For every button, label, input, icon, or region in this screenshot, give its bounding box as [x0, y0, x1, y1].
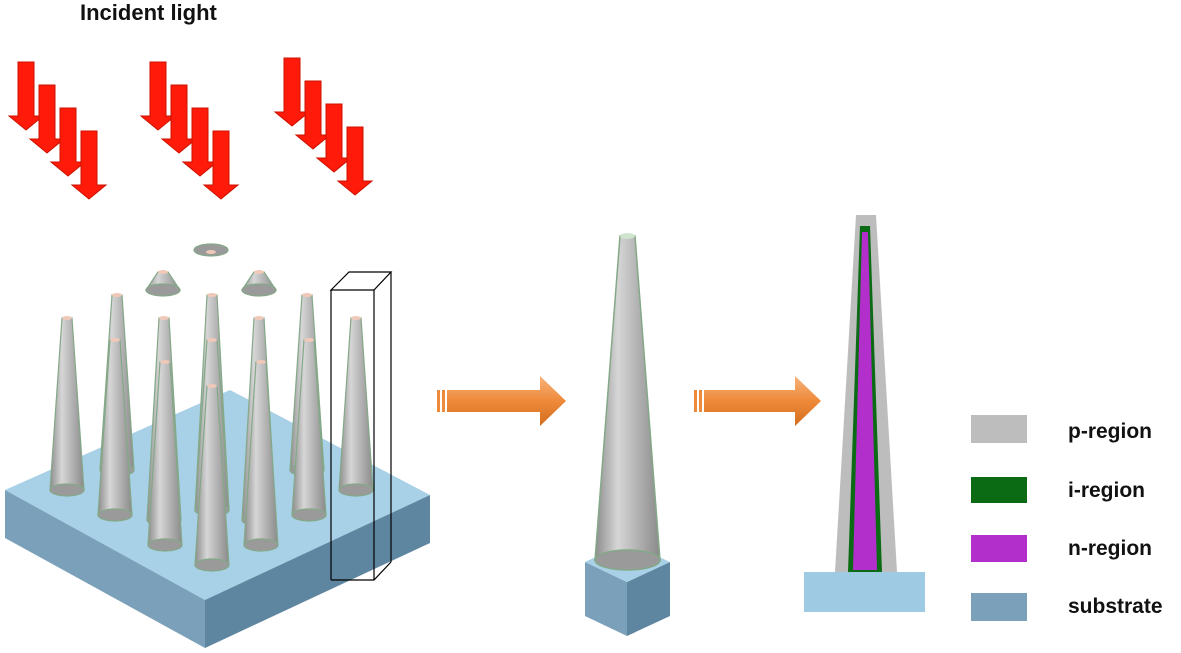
light-arrow-6	[160, 84, 198, 154]
light-arrow-10	[294, 80, 332, 150]
light-arrow-5	[139, 61, 177, 131]
unit-nanocone	[594, 235, 661, 561]
nanocone-base-12	[291, 508, 327, 522]
cross-section-substrate	[804, 572, 925, 612]
light-arrow-1	[7, 61, 45, 131]
nanocone-tip-4	[302, 293, 312, 297]
nanocone-tip-3	[158, 270, 168, 274]
nanocone-base-9	[49, 483, 85, 497]
nanocone-9	[49, 317, 85, 491]
nanocone-10	[338, 317, 374, 491]
nanocone-tip-12	[304, 338, 314, 342]
light-arrow-12	[336, 126, 374, 196]
light-arrow-11	[315, 103, 353, 173]
light-arrow-3	[49, 107, 87, 177]
process-arrow-2	[694, 376, 821, 426]
i-region-swatch	[971, 477, 1027, 503]
legend-label-i-region: i-region	[1068, 479, 1145, 502]
nanocone-base-3	[145, 283, 181, 297]
nanocone-base-16	[194, 558, 230, 572]
n-region-swatch	[971, 535, 1027, 562]
nanocone-tip-2	[254, 270, 264, 274]
light-arrow-9	[273, 57, 311, 127]
nanocone-base-11	[97, 508, 133, 522]
nanocone-base-14	[243, 538, 279, 552]
legend	[971, 415, 1027, 621]
legend-label-n-region: n-region	[1068, 537, 1152, 560]
incident-light-label: Incident light	[80, 0, 217, 25]
incident-light-arrows	[7, 57, 374, 200]
nanocone-tip-16	[207, 384, 217, 388]
nanocone-base-10	[338, 483, 374, 497]
unit-substrate-side	[627, 562, 670, 636]
nanocone-cross-section	[804, 215, 925, 612]
nanocone-tip-5	[112, 293, 122, 297]
p-region-swatch	[971, 415, 1027, 443]
nanocone-tip-1	[206, 250, 216, 254]
substrate-left-face	[5, 490, 205, 648]
nanocone-base-2	[241, 283, 277, 297]
nanocone-tip-6	[207, 293, 217, 297]
nanocone-array	[49, 243, 374, 572]
nanocone-tip-11	[110, 338, 120, 342]
nanocone-tip-7	[254, 316, 264, 320]
cross-section-n-region	[853, 232, 877, 570]
substrate-swatch	[971, 593, 1027, 621]
nanocone-tip-13	[207, 338, 217, 342]
nanocone-tip-14	[256, 360, 266, 364]
light-arrow-8	[202, 130, 240, 200]
light-arrow-7	[181, 107, 219, 177]
nanocone-tip-10	[351, 316, 361, 320]
nanocone-tip-8	[159, 316, 169, 320]
unit-cell-selection-box	[329, 271, 393, 581]
unit-substrate-front	[585, 562, 627, 636]
legend-label-substrate: substrate	[1068, 595, 1163, 618]
legend-label-p-region: p-region	[1068, 420, 1152, 443]
nanocone-tip-9	[62, 316, 72, 320]
process-arrow-1	[437, 376, 566, 426]
light-arrow-4	[70, 130, 108, 200]
single-nanocone-unit	[585, 233, 670, 636]
nanocone-base-15	[147, 538, 183, 552]
light-arrow-2	[28, 84, 66, 154]
nanocone-tip-15	[160, 360, 170, 364]
